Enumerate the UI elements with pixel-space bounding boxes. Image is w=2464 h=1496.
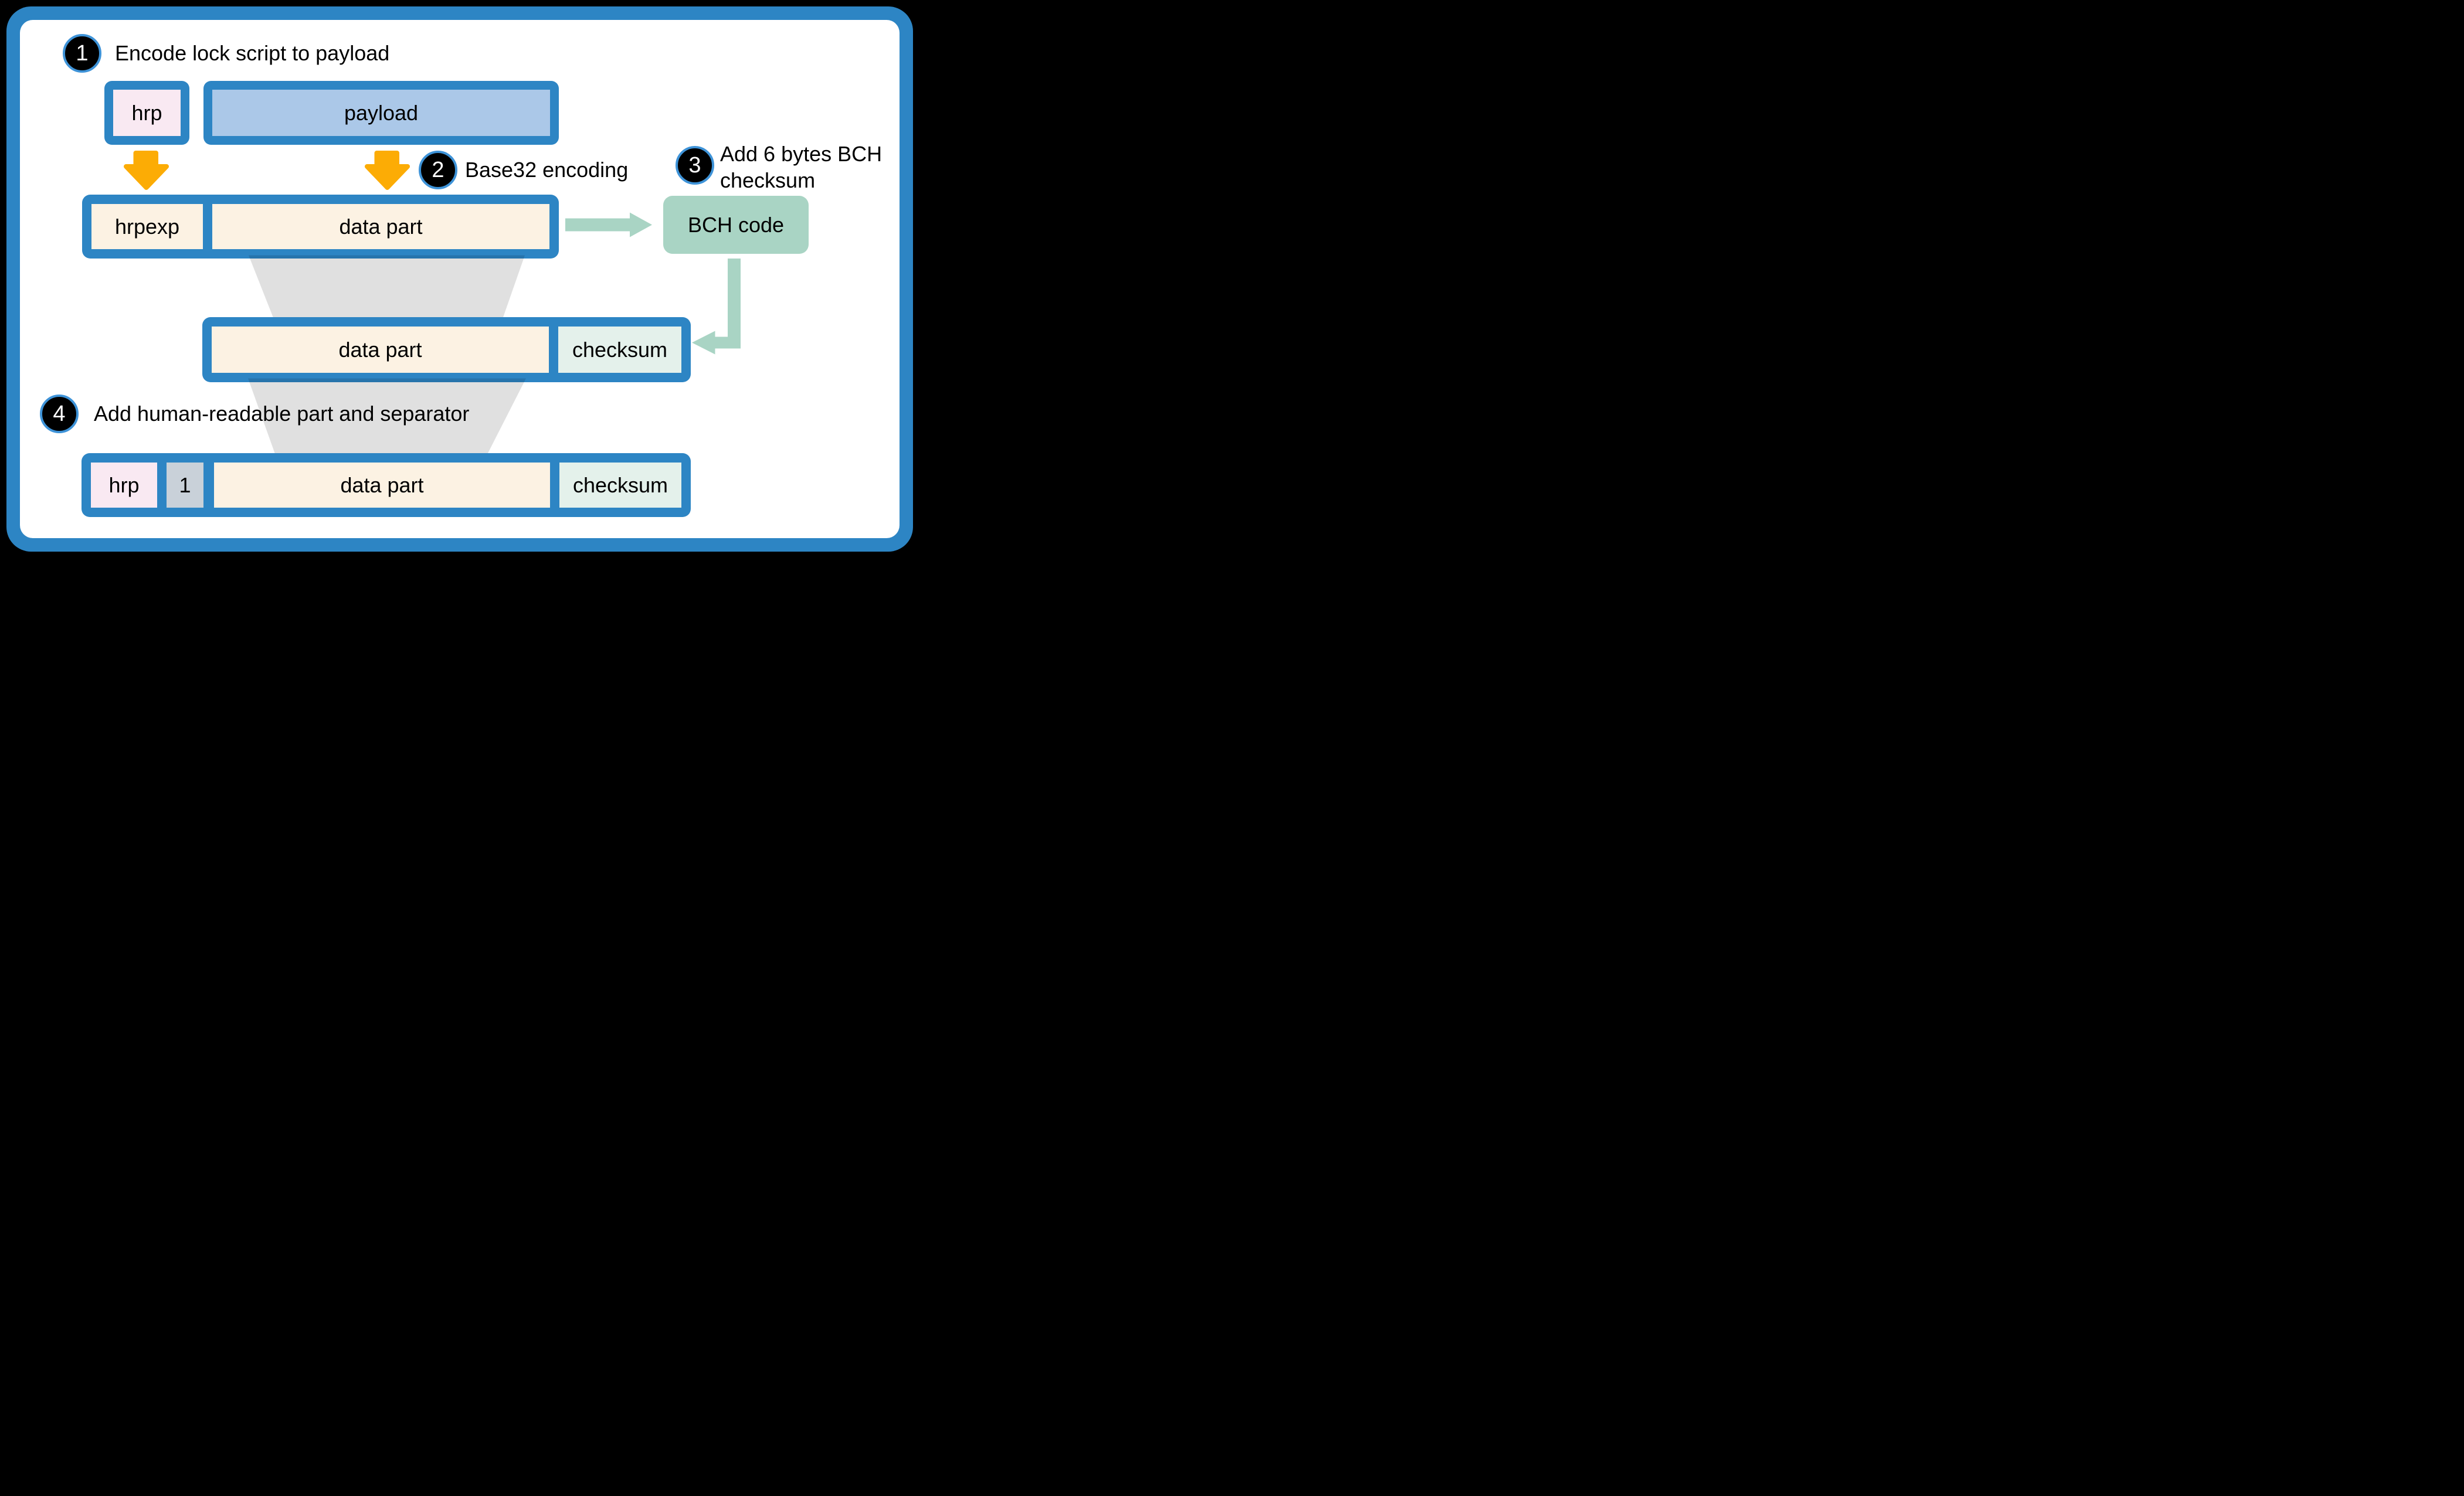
step-2-title: Base32 encoding [465, 158, 629, 182]
step-2-badge: 2 [419, 151, 457, 189]
final-address-row-box: hrp 1 data part checksum [82, 453, 691, 517]
row2-divider [203, 204, 212, 249]
payload-label: payload [212, 90, 550, 136]
row4-divider-1 [157, 463, 167, 508]
step-1-badge: 1 [63, 34, 101, 73]
separator-box: 1 [167, 463, 203, 508]
step-4-number: 4 [53, 402, 66, 426]
checksum-box-row4: checksum [559, 463, 681, 508]
hrpexp-box: hrpexp [91, 204, 203, 249]
step-4-badge: 4 [40, 395, 79, 433]
bch-code-box: BCH code [663, 196, 809, 254]
hrp-box-row4: hrp [91, 463, 157, 508]
data-part-box-row3: data part [212, 327, 549, 373]
step-2-number: 2 [432, 158, 444, 182]
checksum-row-box: data part checksum [202, 317, 691, 382]
step-3-number: 3 [688, 153, 701, 178]
step-1-title: Encode lock script to payload [115, 41, 390, 65]
row4-divider-3 [550, 463, 559, 508]
step-1-number: 1 [76, 41, 89, 66]
diagram-stage: 1 Encode lock script to payload 2 Base32… [0, 0, 919, 558]
data-part-box-row4: data part [214, 463, 550, 508]
step-3-badge: 3 [676, 146, 714, 185]
step-3-title-line2: checksum [720, 168, 816, 192]
base32-row-box: hrpexp data part [82, 195, 559, 259]
step-3-title-line1: Add 6 bytes BCH [720, 142, 883, 166]
hrp-box: hrp [104, 81, 189, 145]
step-4-title: Add human-readable part and separator [94, 402, 470, 426]
step-3-title: Add 6 bytes BCH checksum [720, 141, 882, 193]
hrp-label: hrp [113, 90, 181, 136]
data-part-box-row2: data part [212, 204, 549, 249]
checksum-box-row3: checksum [558, 327, 681, 373]
row4-divider-2 [203, 463, 214, 508]
payload-box: payload [203, 81, 559, 145]
row3-divider [549, 327, 558, 373]
